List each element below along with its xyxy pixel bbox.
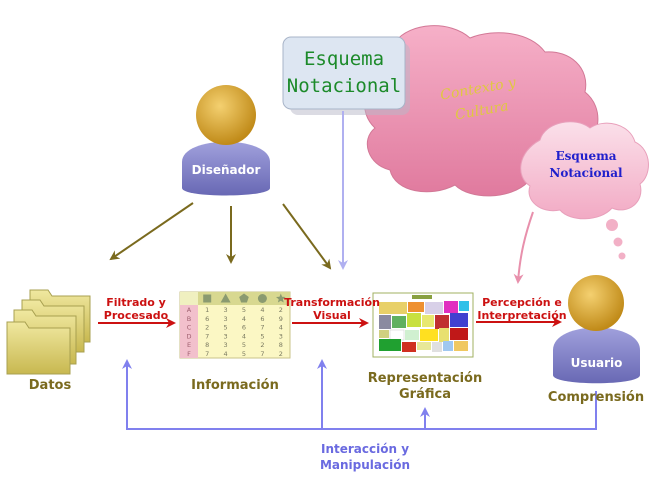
table-row-letter: E: [187, 341, 191, 349]
table-cell: 2: [279, 350, 283, 358]
perception-label-line2: Interpretación: [477, 309, 567, 322]
user-label: Usuario: [570, 356, 623, 370]
data-label: Datos: [28, 378, 72, 393]
table-cell: 3: [279, 332, 283, 340]
table-cell: 2: [260, 341, 264, 349]
circle-icon: [257, 294, 267, 303]
perception-label: Percepción e Interpretación: [474, 296, 570, 322]
table-row-letter: C: [187, 324, 192, 332]
table-cell: 7: [205, 332, 209, 340]
notational-schema-box: [282, 36, 410, 115]
table-row-letter: D: [186, 332, 191, 340]
transformation-label-line1: Transformación: [284, 296, 380, 309]
table-cell: 6: [242, 324, 246, 332]
thought-dot-1: [606, 219, 618, 231]
table-cell: 3: [224, 341, 228, 349]
thought-bubble: [520, 121, 649, 260]
filtering-label-line2: Procesado: [103, 309, 169, 322]
schema-label: Esquema Notacional: [283, 46, 405, 100]
information-label: Información: [191, 378, 279, 393]
interaction-label-line2: Manipulación: [319, 458, 411, 472]
arrow-designer-to-data: [109, 202, 194, 261]
schema-label-line2: Notacional: [286, 75, 402, 97]
designer-person: [182, 85, 270, 196]
table-cell: 6: [205, 315, 209, 323]
designer-label: Diseñador: [191, 163, 261, 177]
table-cell: 4: [242, 332, 246, 340]
arrow-designer-to-transformation: [282, 203, 332, 270]
table-cell: 9: [279, 315, 283, 323]
interaction-label-line1: Interacción y: [320, 442, 410, 456]
thought-label-line2: Notacional: [549, 166, 623, 180]
table-row-letter: A: [187, 306, 192, 314]
table-cell: 1: [205, 306, 209, 314]
transformation-label-line2: Visual: [313, 309, 351, 322]
comprehension-label: Comprensión: [547, 390, 645, 405]
arrow-thought-to-perception: [513, 211, 534, 284]
thought-dot-3: [618, 252, 626, 260]
table-row-letter: B: [187, 315, 191, 323]
transformation-label: Transformación Visual: [284, 296, 380, 322]
table-cell: 3: [224, 332, 228, 340]
star-icon: [276, 293, 286, 303]
table-cell: 8: [279, 341, 283, 349]
table-cell: 3: [224, 306, 228, 314]
table-cell: 7: [260, 350, 264, 358]
table-cell: 4: [224, 350, 228, 358]
filtering-label-line1: Filtrado y: [106, 296, 166, 309]
graphic-representation-image: [372, 292, 474, 358]
table-cell: 8: [205, 341, 209, 349]
square-icon: [203, 294, 212, 303]
interaction-label: Interacción y Manipulación: [290, 441, 440, 473]
table-cell: 6: [260, 315, 264, 323]
thought-dot-2: [613, 237, 623, 247]
perception-label-line1: Percepción e: [482, 296, 562, 309]
table-cell: 5: [224, 324, 228, 332]
pentagon-icon: [239, 293, 249, 303]
data-folders-icon: [6, 289, 91, 375]
thought-label: Esquema Notacional: [528, 148, 644, 182]
table-cell: 7: [260, 324, 264, 332]
filtering-label: Filtrado y Procesado: [98, 296, 174, 322]
table-cell: 2: [279, 306, 283, 314]
table-cell: 7: [205, 350, 209, 358]
user-head: [568, 275, 624, 331]
representation-label-line1: Representación: [367, 371, 483, 386]
table-cell: 4: [279, 324, 283, 332]
interaction-loop: [122, 359, 597, 430]
table-cell: 5: [242, 306, 246, 314]
triangle-icon: [220, 293, 231, 303]
table-cell: 4: [242, 315, 246, 323]
table-row-letter: F: [187, 350, 191, 358]
thought-label-line1: Esquema: [555, 149, 617, 163]
table-cell: 3: [224, 315, 228, 323]
representation-label-line2: Gráfica: [399, 387, 451, 402]
table-cell: 4: [260, 306, 264, 314]
table-cell: 5: [242, 341, 246, 349]
table-cell: 5: [260, 332, 264, 340]
representation-label: Representación Gráfica: [360, 371, 490, 403]
table-cell: 5: [242, 350, 246, 358]
table-cell: 2: [205, 324, 209, 332]
user-person: [553, 275, 640, 384]
designer-head: [196, 85, 256, 145]
schema-label-line1: Esquema: [303, 48, 385, 70]
